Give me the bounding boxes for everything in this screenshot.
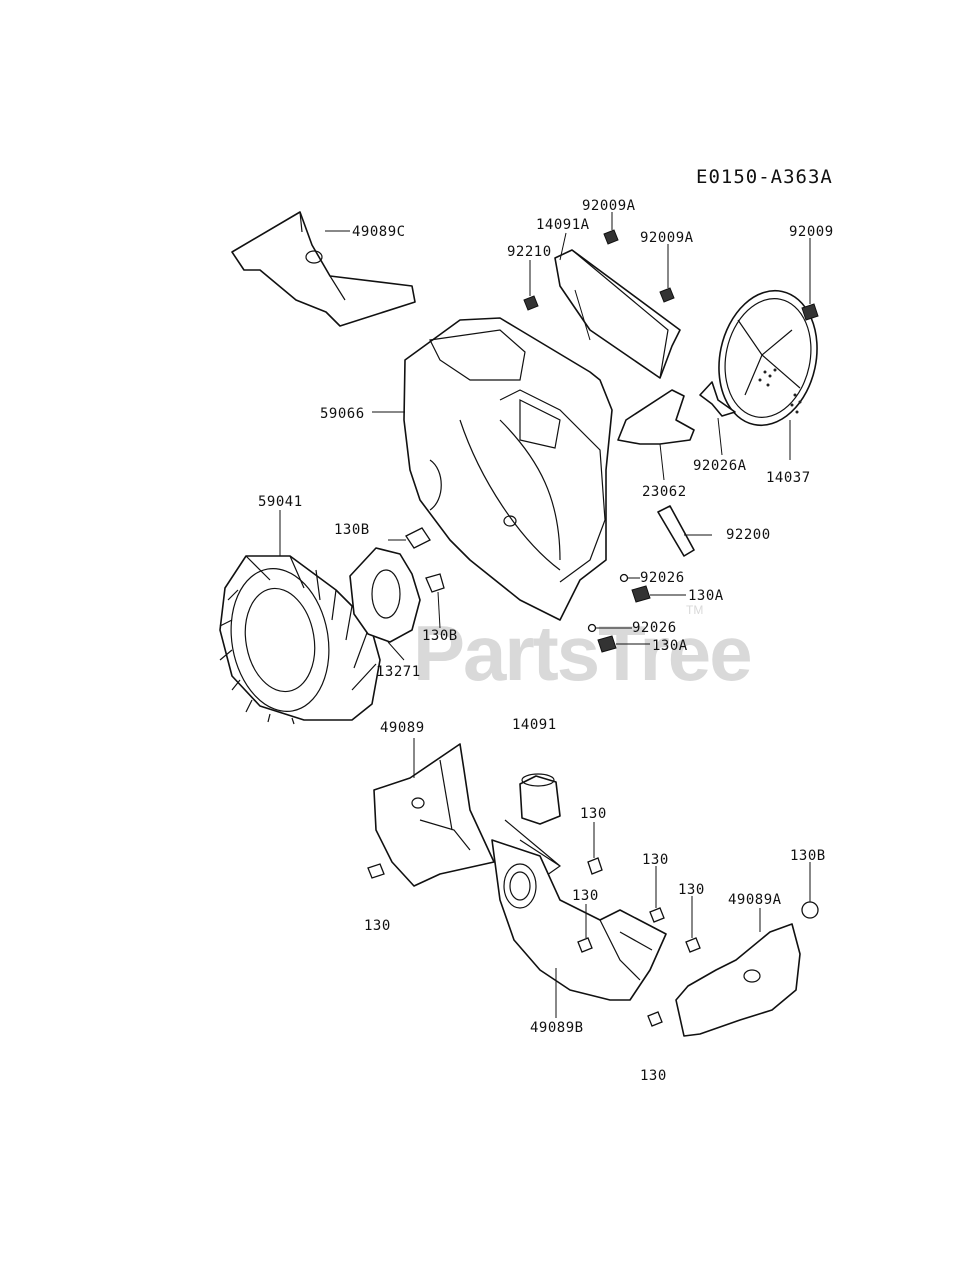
label-130a-2: 130A (652, 638, 688, 654)
bolt-130a-upper (631, 585, 686, 603)
part-49089b-cover (491, 839, 667, 1018)
label-130b-2: 130B (422, 628, 458, 644)
bolt-130a-lower (597, 635, 650, 653)
bolt-130-center (587, 822, 603, 875)
label-130b-3: 130B (790, 848, 826, 864)
label-59041: 59041 (258, 494, 303, 510)
bolt-92210 (523, 260, 539, 311)
label-14037: 14037 (766, 470, 811, 486)
label-130-5: 130 (364, 918, 391, 934)
label-130-6: 130 (640, 1068, 667, 1084)
part-92200-spring (657, 505, 712, 557)
label-92200: 92200 (726, 527, 771, 543)
label-14091: 14091 (512, 717, 557, 733)
label-130-3: 130 (572, 888, 599, 904)
part-49089a-cover (675, 908, 801, 1037)
bolt-92009a-right (659, 244, 675, 303)
label-49089b: 49089B (530, 1020, 584, 1036)
bolt-130b-upper (388, 527, 431, 549)
bolt-130-bottom (647, 1011, 663, 1027)
bolt-130-far-left (367, 863, 385, 879)
label-49089: 49089 (380, 720, 425, 736)
label-92026-1: 92026 (640, 570, 685, 586)
bolt-130b-lower (425, 573, 445, 629)
label-130-1: 130 (580, 806, 607, 822)
diagram-code: E0150-A363A (696, 166, 833, 188)
label-49089a: 49089A (728, 892, 782, 908)
part-59066-fan-housing (372, 317, 613, 621)
part-49089c-plate (231, 211, 416, 327)
part-13271-plate (349, 547, 421, 661)
part-14091a-bracket (554, 232, 681, 379)
bolt-130-mid (649, 866, 665, 923)
label-92026-2: 92026 (632, 620, 677, 636)
label-59066: 59066 (320, 406, 365, 422)
part-49089-cover (373, 738, 495, 887)
bolt-92009a-left (603, 212, 619, 245)
label-14091a: 14091A (536, 217, 590, 233)
label-130-4: 130 (678, 882, 705, 898)
label-23062: 23062 (642, 484, 687, 500)
bolt-130-center-lower (577, 904, 593, 953)
label-92210: 92210 (507, 244, 552, 260)
bolt-130b-bottom (801, 862, 819, 919)
bolt-92009 (801, 238, 819, 321)
part-92026a-clip (699, 381, 736, 456)
label-92026a: 92026A (693, 458, 747, 474)
label-130a-1: 130A (688, 588, 724, 604)
bolt-130-right (685, 896, 701, 953)
screen-mesh (758, 368, 802, 414)
watermark-trademark: TM (686, 603, 703, 617)
label-49089c: 49089C (352, 224, 406, 240)
part-14037-screen (718, 289, 818, 460)
part-23062-guide (617, 389, 695, 481)
label-13271: 13271 (376, 664, 421, 680)
fastener-92026-upper (619, 573, 640, 583)
label-130b-1: 130B (334, 522, 370, 538)
label-92009: 92009 (789, 224, 834, 240)
part-59041-fan (219, 510, 381, 725)
fastener-92026-lower (587, 623, 632, 633)
label-92009a-1: 92009A (582, 198, 636, 214)
watermark-text: PartsTree (413, 609, 751, 697)
label-92009a-2: 92009A (640, 230, 694, 246)
label-130-2: 130 (642, 852, 669, 868)
